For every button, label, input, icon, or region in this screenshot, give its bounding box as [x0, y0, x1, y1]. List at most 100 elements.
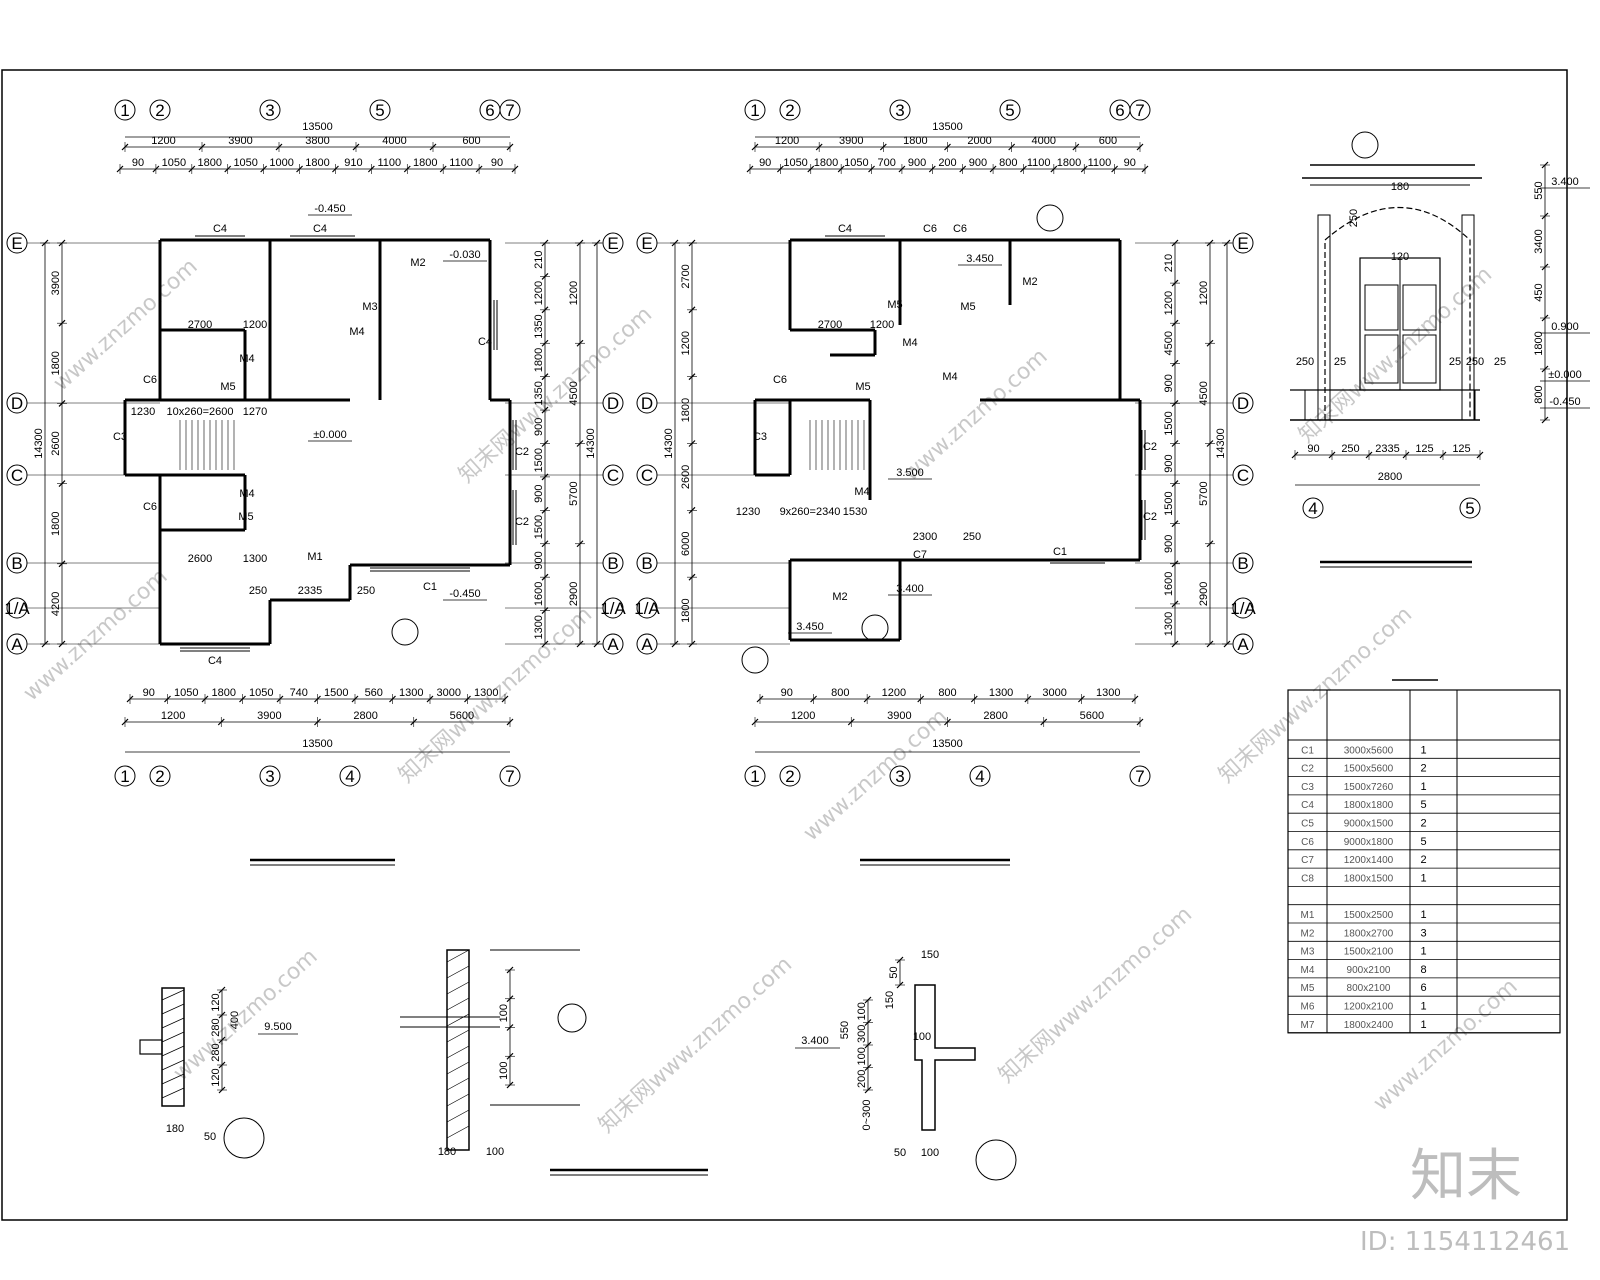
- door-window-tag: C4: [838, 223, 852, 235]
- door-window-tag: M1: [307, 551, 322, 563]
- grid-axis-bubble-label: 7: [505, 767, 514, 786]
- dimension-label: 120: [210, 1068, 222, 1086]
- door-window-tag: C4: [208, 655, 222, 667]
- dimension-label: 90: [1307, 443, 1319, 455]
- dimension-label: 4000: [1032, 135, 1056, 147]
- dimension-label: 800: [938, 687, 956, 699]
- schedule-count: 3: [1420, 927, 1426, 939]
- dimension-label: 1050: [233, 157, 257, 169]
- inner-dimension-label: 2600: [188, 553, 212, 565]
- grid-axis-bubble-label: 5: [1465, 499, 1474, 518]
- dimension-label: 4500: [1163, 331, 1175, 355]
- dimension-label: 25: [1449, 356, 1461, 368]
- level-mark: 3.400: [896, 583, 924, 595]
- dimension-label: 2800: [1378, 471, 1402, 483]
- dimension-label: 1800: [50, 511, 62, 535]
- dimension-label: 1200: [1198, 281, 1210, 305]
- grid-axis-bubble-label: 2: [785, 767, 794, 786]
- detail-callout-circle: [1351, 131, 1379, 159]
- dimension-label: 300: [856, 1025, 868, 1043]
- dimension-label: 900: [1163, 454, 1175, 472]
- dimension-label: 90: [143, 687, 155, 699]
- row-axis-bubble-label: A: [641, 635, 653, 654]
- schedule-size: 1500x2100: [1344, 947, 1394, 958]
- hatch: [161, 989, 185, 1001]
- dimension-label: 2600: [50, 431, 62, 455]
- dimension-label: 600: [1099, 135, 1117, 147]
- dimension-label: 250: [1341, 443, 1359, 455]
- hatch: [161, 1059, 185, 1071]
- parapet-section: [914, 984, 976, 1131]
- dimension-label: 90: [781, 687, 793, 699]
- inner-dimension-label: 1230: [131, 406, 155, 418]
- dimension-label: 180: [166, 1123, 184, 1135]
- dimension-label: 14300: [663, 428, 675, 459]
- inner-dimension-label: 250: [249, 585, 267, 597]
- hatch: [446, 997, 470, 1011]
- dimension-label: 600: [462, 135, 480, 147]
- hatch: [446, 1077, 470, 1091]
- grid-axis-bubble-label: 1: [750, 767, 759, 786]
- dimension-label: 1350: [533, 314, 545, 338]
- schedule-code: M6: [1301, 1002, 1315, 1013]
- schedule-code: C2: [1301, 764, 1314, 775]
- grid-axis-bubble: [1129, 99, 1151, 121]
- grid-axis-bubble-label: 3: [265, 767, 274, 786]
- dimension-label: 3000: [437, 687, 461, 699]
- grid-axis-bubble-label: 3: [895, 101, 904, 120]
- dimension-label: 740: [290, 687, 308, 699]
- row-axis-bubble-label: B: [607, 554, 618, 573]
- door-window-tag: M4: [902, 337, 917, 349]
- dimension-label: 14300: [33, 428, 45, 459]
- dimension-label: 1100: [1088, 157, 1112, 169]
- detail-callout-circle: [223, 1117, 265, 1159]
- hatch: [161, 1003, 185, 1015]
- dimension-label: 100: [856, 1047, 868, 1065]
- grid-axis-bubble-label: 1: [120, 101, 129, 120]
- grid-axis-bubble-label: 4: [345, 767, 354, 786]
- wall-section: [446, 949, 470, 1151]
- schedule-size: 1200x2100: [1344, 1002, 1394, 1013]
- schedule-count: 5: [1420, 799, 1426, 811]
- grid-axis-bubble-label: 3: [265, 101, 274, 120]
- dimension-label: 14300: [585, 428, 597, 459]
- grid-axis-bubble: [889, 99, 911, 121]
- entrance-arch: [1324, 206, 1471, 420]
- schedule-code: M7: [1301, 1020, 1315, 1031]
- schedule-count: 1: [1420, 1019, 1426, 1031]
- row-axis-bubble-label: B: [641, 554, 652, 573]
- hatch: [446, 1029, 470, 1043]
- dimension-label: 90: [1124, 157, 1136, 169]
- row-axis-bubble-label: C: [641, 466, 653, 485]
- watermark-logo: 知末: [1410, 1144, 1522, 1209]
- grid-axis-bubble-label: 4: [975, 767, 984, 786]
- dimension-label: 180: [438, 1146, 456, 1158]
- dimension-label: 1600: [533, 582, 545, 606]
- dimension-label: 2700: [680, 264, 692, 288]
- schedule-size: 1500x2500: [1344, 910, 1394, 921]
- grid-axis-bubble: [1459, 497, 1481, 519]
- dimension-label: 200: [938, 157, 956, 169]
- grid-axis-bubble: [259, 765, 281, 787]
- dimension-label: 1800: [680, 598, 692, 622]
- schedule-code: M5: [1301, 983, 1315, 994]
- row-axis-bubble-label: A: [11, 635, 23, 654]
- grid-axis-bubble: [369, 99, 391, 121]
- grid-axis-bubble: [889, 765, 911, 787]
- dimension-label: 1500: [1163, 411, 1175, 435]
- schedule-size: 1800x2400: [1344, 1020, 1394, 1031]
- grid-axis-bubble-label: 4: [1308, 499, 1317, 518]
- dimension-label: 5700: [1198, 481, 1210, 505]
- door-panel: [1402, 284, 1437, 331]
- row-axis-bubble-label: E: [641, 234, 652, 253]
- hatch: [446, 1125, 470, 1139]
- door-window-tag: C3: [753, 431, 767, 443]
- grid-axis-bubble-label: 1: [750, 101, 759, 120]
- dimension-label: 120: [210, 993, 222, 1011]
- dimension-label: 100: [498, 1004, 510, 1022]
- door-window-tag: M4: [349, 326, 364, 338]
- level-mark: 9.500: [264, 1021, 292, 1033]
- grid-axis-bubble-label: 7: [505, 101, 514, 120]
